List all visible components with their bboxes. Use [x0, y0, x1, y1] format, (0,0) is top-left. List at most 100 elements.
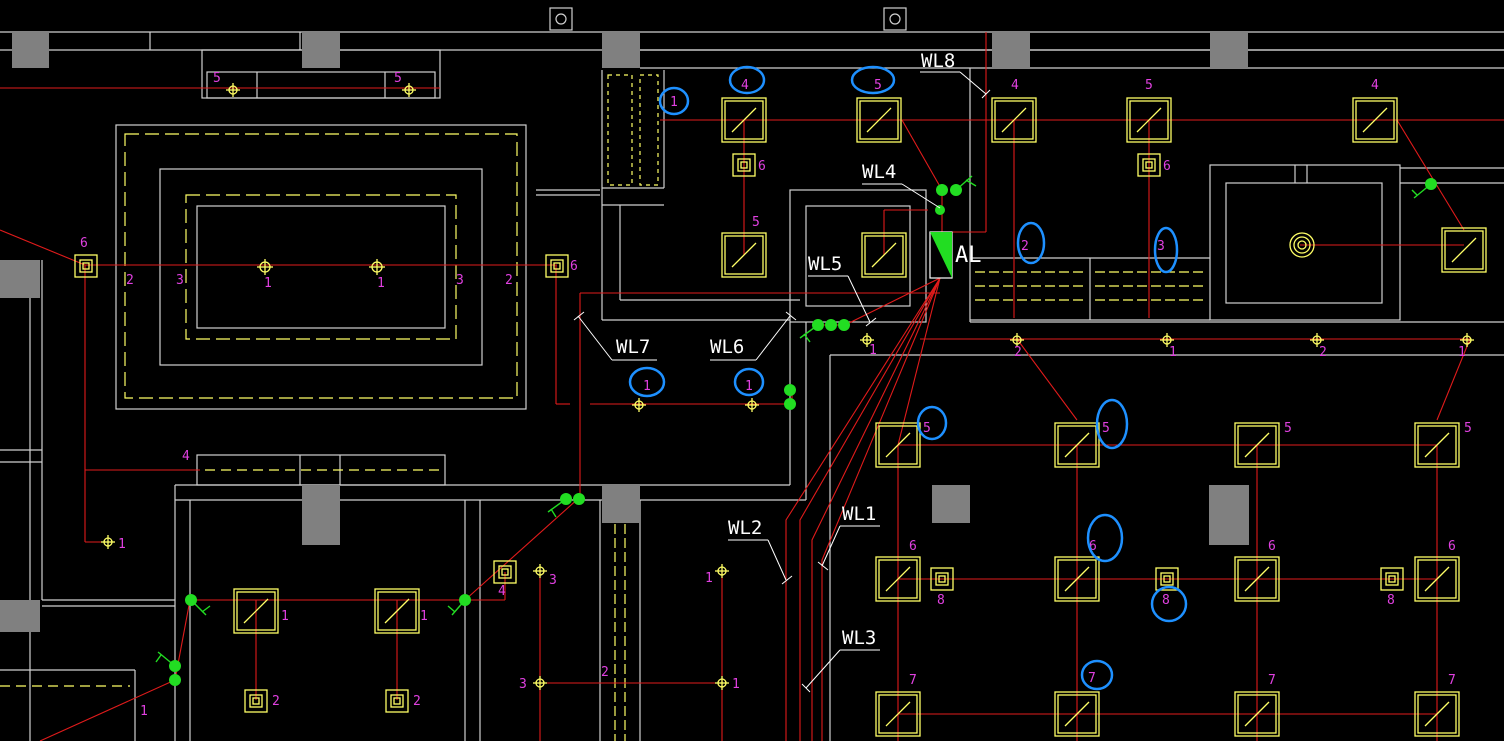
- circuit-number: 1: [705, 571, 713, 586]
- circuit-number: 1: [732, 677, 740, 692]
- circuit-number: 2: [413, 694, 421, 709]
- circuit-number: 3: [519, 677, 527, 692]
- lamp: [233, 588, 279, 634]
- spot: [632, 398, 646, 412]
- circuit-number: 5: [752, 215, 760, 230]
- lamp: [1414, 422, 1460, 468]
- lamp: [1054, 691, 1100, 737]
- spot: [1460, 333, 1474, 347]
- markup-circle: [733, 367, 765, 397]
- circuit-number: 1: [1169, 345, 1177, 360]
- circuit-number: 2: [601, 665, 609, 680]
- markup-circle: [628, 366, 666, 398]
- circuit-number: 6: [909, 539, 917, 554]
- lamp: [721, 232, 767, 278]
- circuit-number: 5: [1102, 421, 1110, 436]
- circuit-number: 2: [505, 273, 513, 288]
- lamp: [991, 97, 1037, 143]
- downlight: [244, 689, 268, 713]
- circuit-number: 6: [570, 259, 578, 274]
- circuit-number: 2: [272, 694, 280, 709]
- circuit-number: 8: [1387, 593, 1395, 608]
- circuit-number: 5: [394, 71, 402, 86]
- markup-circle: [658, 86, 690, 116]
- label-wl1: WL1: [842, 503, 876, 525]
- markup-circle: [850, 65, 896, 95]
- lamp: [1234, 556, 1280, 602]
- structural-columns: [0, 32, 1249, 632]
- lamp: [1054, 556, 1100, 602]
- switch-icon: [936, 175, 977, 196]
- circuit-number: 5: [1145, 78, 1153, 93]
- circuit-number: 1: [118, 537, 126, 552]
- lamp: [1234, 422, 1280, 468]
- circuit-number: 2: [1319, 345, 1327, 360]
- label-wl8: WL8: [921, 50, 955, 72]
- label-panel-al: AL: [955, 243, 982, 268]
- switch-icon: [1411, 178, 1437, 199]
- switch-icon: [185, 594, 211, 616]
- chandelier-icon: [1289, 232, 1315, 258]
- circuit-number: 7: [1448, 673, 1456, 688]
- circuit-number: 6: [1163, 159, 1171, 174]
- downlight: [74, 254, 98, 278]
- spot: [1160, 333, 1174, 347]
- spot: [715, 564, 729, 578]
- lamp: [1234, 691, 1280, 737]
- lamp: [861, 232, 907, 278]
- downlight: [1137, 153, 1161, 177]
- switch-icon: [547, 493, 585, 518]
- circuit-number: 1: [420, 609, 428, 624]
- switch-icon: [155, 651, 181, 686]
- label-wl2: WL2: [728, 517, 762, 539]
- ceiling-outline-inner: [185, 194, 457, 340]
- circuit-number: 3: [549, 573, 557, 588]
- lamp: [856, 97, 902, 143]
- lamp: [875, 556, 921, 602]
- lamp: [721, 97, 767, 143]
- circuit-number: 1: [670, 95, 678, 110]
- leader-lines: [573, 71, 991, 693]
- circuit-number: 1: [1458, 345, 1466, 360]
- downlight: [385, 689, 409, 713]
- lamp: [875, 422, 921, 468]
- downlight: [732, 153, 756, 177]
- switch-icon: [784, 384, 796, 410]
- circuit-numbers: 5 5 6 2 3 1 1 3 2 6 4 1 1 4 6 5 5 4 5 6 …: [80, 71, 1472, 719]
- spot-lights: [101, 83, 1474, 690]
- markup-circle: [1016, 221, 1046, 265]
- circuit-number: 5: [1284, 421, 1292, 436]
- label-wl7: WL7: [616, 336, 650, 358]
- circuit-number: 7: [1268, 673, 1276, 688]
- square-downlights: [74, 153, 1404, 713]
- circuit-number: 1: [377, 276, 385, 291]
- spot: [226, 83, 240, 97]
- circuit-number: 5: [213, 71, 221, 86]
- circuit-number: 1: [745, 379, 753, 394]
- spot: [1010, 333, 1024, 347]
- circuit-number: 4: [1011, 78, 1019, 93]
- downlight: [1380, 567, 1404, 591]
- spot: [533, 564, 547, 578]
- label-wl6: WL6: [710, 336, 744, 358]
- circuit-number: 6: [1448, 539, 1456, 554]
- circuit-number: 6: [1268, 539, 1276, 554]
- wall-outlet-icon: [883, 7, 907, 31]
- circuit-number: 2: [126, 273, 134, 288]
- label-wl5: WL5: [808, 253, 842, 275]
- circuit-number: 7: [1088, 671, 1096, 686]
- markup-circle: [1086, 513, 1124, 563]
- spot: [101, 535, 115, 549]
- markup-circle: [728, 65, 766, 95]
- switch-icon: [935, 205, 945, 215]
- circuit-number: 5: [923, 421, 931, 436]
- architecture-walls: [0, 31, 1504, 741]
- downlight: [545, 254, 569, 278]
- spot: [369, 259, 385, 275]
- wall-outlet-icon: [549, 7, 573, 31]
- markup-circle: [1150, 585, 1188, 623]
- lamp: [1054, 422, 1100, 468]
- spot: [715, 676, 729, 690]
- circuit-number: 6: [758, 159, 766, 174]
- distribution-panel-icon: [929, 231, 953, 279]
